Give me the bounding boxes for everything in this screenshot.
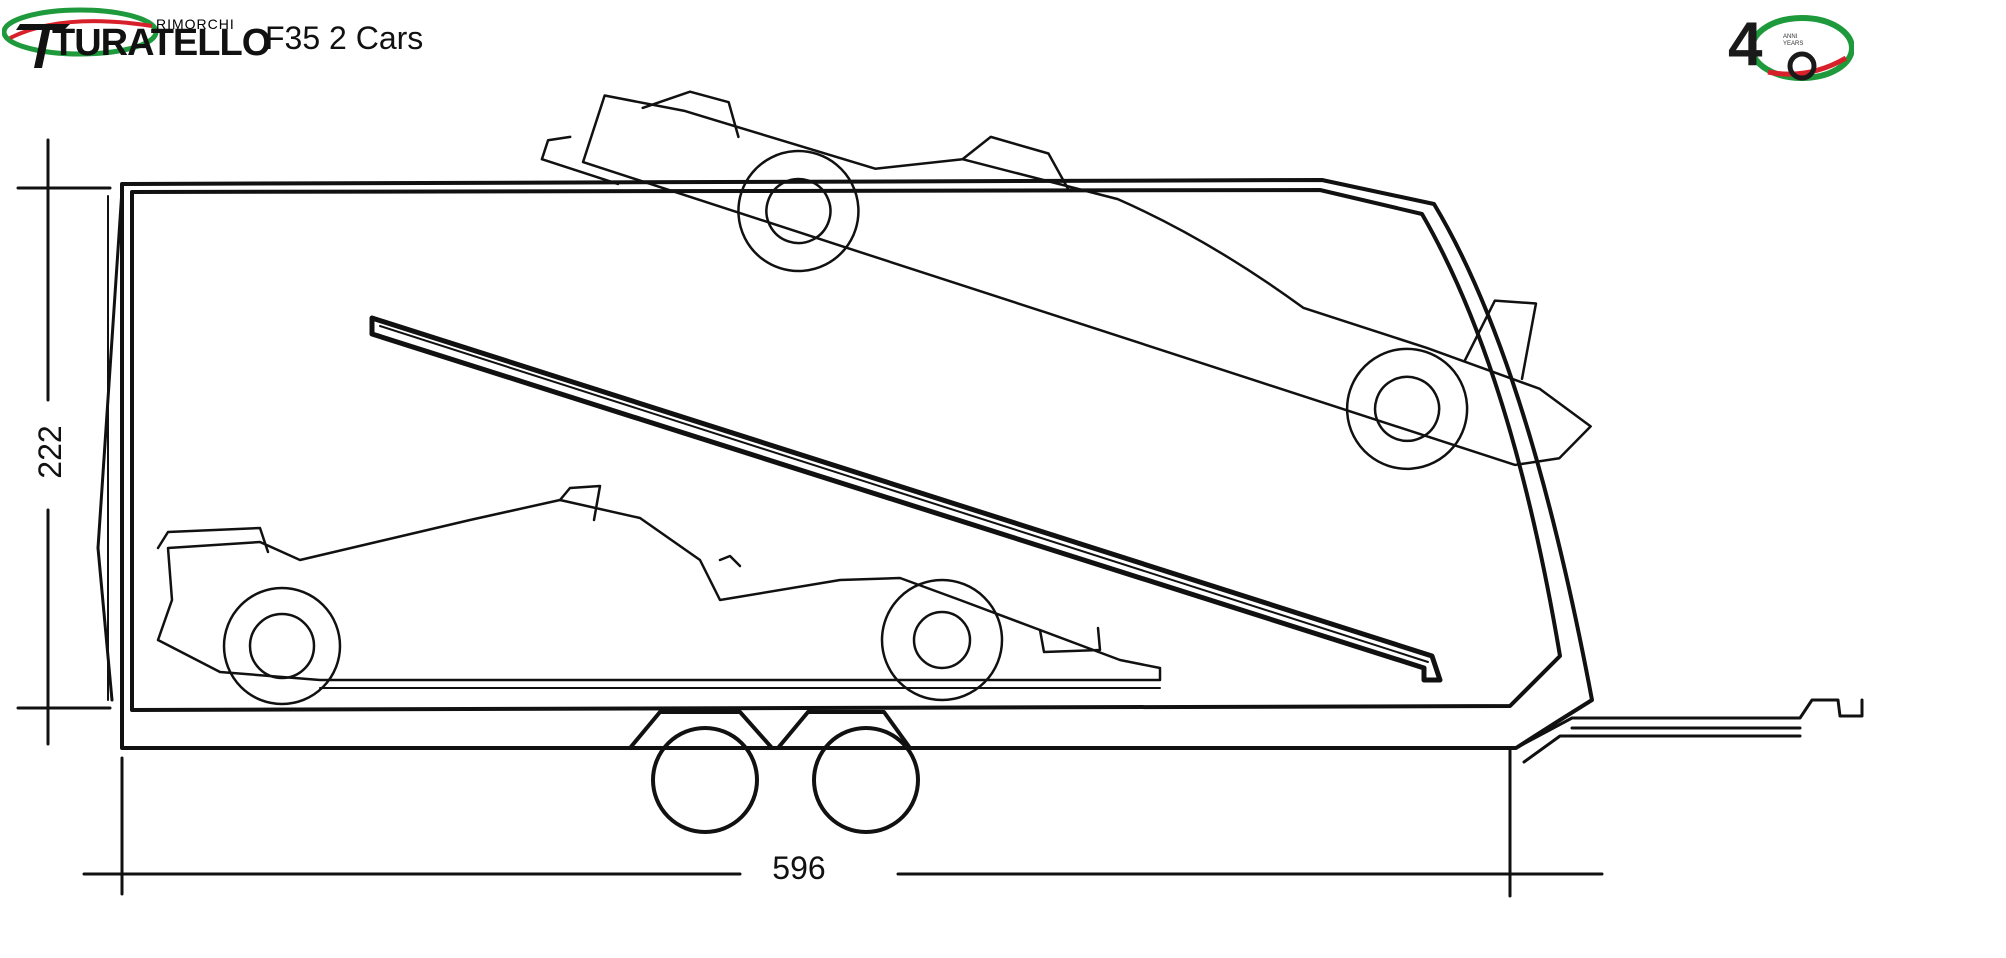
- anniversary-line-anni: ANNI: [1783, 34, 1798, 40]
- trailer-body: [96, 178, 1594, 750]
- height-dimension-label: 222: [32, 425, 68, 479]
- rear-axle-wheel: [651, 726, 759, 834]
- drawbar-coupling: [1514, 698, 1864, 764]
- logo-green-swoosh: [2, 7, 159, 57]
- lower-race-car: [156, 484, 1162, 706]
- upper-deck-ramp: [369, 315, 1443, 683]
- upper-race-car: [540, 90, 1592, 471]
- badge-zero-glyph: [1787, 51, 1817, 81]
- anniversary-number: 4: [1728, 10, 1763, 79]
- model-title: F35 2 Cars: [265, 20, 424, 56]
- brand-sub-label: RIMORCHI: [156, 16, 235, 32]
- anniversary-badge: [1749, 15, 1854, 81]
- logo-t-glyph: [16, 24, 70, 68]
- anniversary-caption: ANNI YEARS: [1783, 34, 1803, 48]
- turatello-logo: [2, 7, 159, 68]
- badge-red-arc: [1767, 55, 1848, 77]
- height-dimension: [16, 138, 112, 746]
- length-dimension: [82, 748, 1604, 898]
- brand-name: TURATELLO: [52, 22, 271, 64]
- length-dimension-label: 596: [772, 850, 826, 886]
- front-axle-wheel: [812, 726, 920, 834]
- logo-red-swoosh: [9, 19, 153, 40]
- anniversary-line-years: YEARS: [1783, 41, 1804, 47]
- trailer-axles: [628, 710, 920, 834]
